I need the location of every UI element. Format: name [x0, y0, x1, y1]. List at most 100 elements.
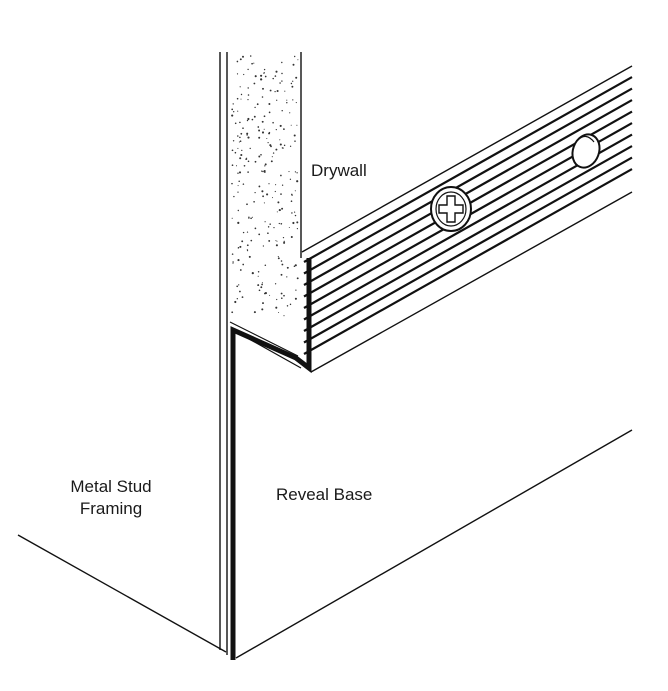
drywall-speckle: [289, 178, 292, 180]
drywall-speckle: [267, 232, 269, 235]
drywall-label: Drywall: [311, 161, 367, 180]
drywall-speckle: [269, 131, 271, 134]
drywall-speckle: [257, 284, 260, 287]
drywall-speckle: [237, 247, 240, 249]
drywall-speckle: [297, 59, 299, 61]
drywall-speckle: [262, 302, 264, 305]
drywall-speckle: [264, 292, 267, 295]
drywall-speckle: [242, 55, 244, 58]
drywall-speckle: [253, 200, 255, 203]
drywall-speckle: [247, 94, 250, 96]
drywall-speckle: [256, 103, 259, 106]
drywall-speckle: [236, 285, 239, 288]
drywall-speckle: [241, 240, 244, 243]
drywall-speckle: [232, 262, 234, 264]
drywall-speckle: [250, 217, 252, 220]
drywall-speckle: [263, 115, 266, 118]
reveal-base-profile: [229, 258, 312, 660]
drywall-speckle: [254, 160, 257, 163]
drywall-speckle: [239, 157, 242, 160]
drywall-speckle: [247, 99, 249, 101]
drywall-speckle: [261, 282, 263, 284]
drywall-speckle: [247, 117, 250, 121]
drywall-speckle: [231, 114, 234, 117]
drywall-speckle: [248, 255, 251, 258]
drywall-speckle: [241, 149, 243, 152]
drywall-speckle: [262, 245, 265, 247]
drywall-panel: [229, 52, 302, 322]
drywall-speckle: [251, 272, 254, 275]
drywall-speckle: [273, 226, 275, 229]
drywall-speckle: [275, 306, 278, 309]
profile-top-lip: [232, 329, 302, 369]
drywall-speckle: [272, 121, 274, 124]
drywall-speckle: [242, 263, 245, 266]
drywall-speckle: [294, 297, 297, 300]
drywall-speckle: [261, 120, 264, 123]
drywall-speckle: [296, 277, 299, 280]
drywall-speckle: [283, 241, 286, 244]
metal-stud-framing-label: Metal Stud Framing: [63, 476, 159, 520]
drywall-speckle: [275, 70, 278, 73]
drywall-speckle: [271, 156, 273, 158]
drywall-speckle: [257, 271, 260, 273]
drywall-speckle: [258, 289, 261, 292]
drywall-speckle: [278, 222, 280, 225]
drywall-speckle: [263, 128, 265, 130]
drywall-speckle: [266, 193, 269, 196]
drywall-speckle: [240, 153, 243, 157]
drywall-speckle: [247, 171, 249, 173]
drywall-speckle: [246, 119, 249, 122]
drywall-speckle: [274, 190, 276, 193]
drywall-speckle: [239, 245, 242, 248]
drywall-speckle: [242, 231, 245, 234]
drywall-speckle: [294, 211, 296, 213]
drywall-speckle: [263, 171, 266, 173]
drywall-speckle: [290, 235, 293, 239]
metal-stud-label-line1: Metal Stud: [70, 477, 152, 496]
drywall-speckle: [294, 171, 297, 173]
drywall-speckle: [232, 140, 235, 142]
drywall-speckle: [237, 110, 239, 112]
floor-line-right: [235, 429, 633, 659]
drywall-speckle: [240, 93, 243, 96]
drywall-speckle: [281, 72, 283, 75]
drywall-speckle: [280, 193, 282, 195]
drywall-speckle: [294, 140, 296, 142]
drywall-speckle: [294, 190, 296, 192]
drywall-speckle: [260, 78, 263, 81]
drywall-speckle: [260, 153, 262, 156]
drywall-speckle: [253, 62, 255, 64]
drywall-speckle: [264, 264, 267, 266]
drywall-speckle: [281, 147, 284, 149]
drywall-speckle: [268, 239, 271, 242]
drywall-speckle: [247, 87, 249, 89]
drywall-speckle: [231, 149, 234, 152]
drywall-speckle: [289, 303, 292, 306]
drywall-speckle: [251, 62, 253, 65]
drywall-speckle: [258, 155, 261, 158]
drywall-speckle: [274, 90, 276, 93]
drywall-speckle: [269, 223, 271, 225]
drywall-speckle: [263, 72, 265, 74]
drywall-speckle: [286, 99, 288, 101]
drywall-speckle: [246, 244, 249, 247]
drywall-speckle: [269, 89, 272, 92]
reveal-base-label: Reveal Base: [276, 485, 373, 504]
drywall-speckle: [231, 311, 234, 314]
drywall-speckle: [231, 182, 233, 185]
flange-rib-line: [303, 156, 633, 344]
drywall-speckle: [239, 269, 242, 271]
drywall-speckle: [295, 102, 297, 104]
drywall-speckle: [263, 202, 265, 204]
flange-rib-line: [303, 87, 633, 275]
drywall-speckle: [237, 191, 239, 193]
drywall-speckle: [240, 98, 242, 100]
drywall-speckle: [236, 73, 239, 75]
drywall-speckle: [269, 144, 272, 147]
drywall-speckle: [281, 80, 283, 82]
drywall-speckle: [238, 141, 240, 143]
drywall-speckle: [258, 185, 261, 188]
drywall-speckle: [261, 190, 264, 193]
profile-outer: [230, 258, 312, 660]
